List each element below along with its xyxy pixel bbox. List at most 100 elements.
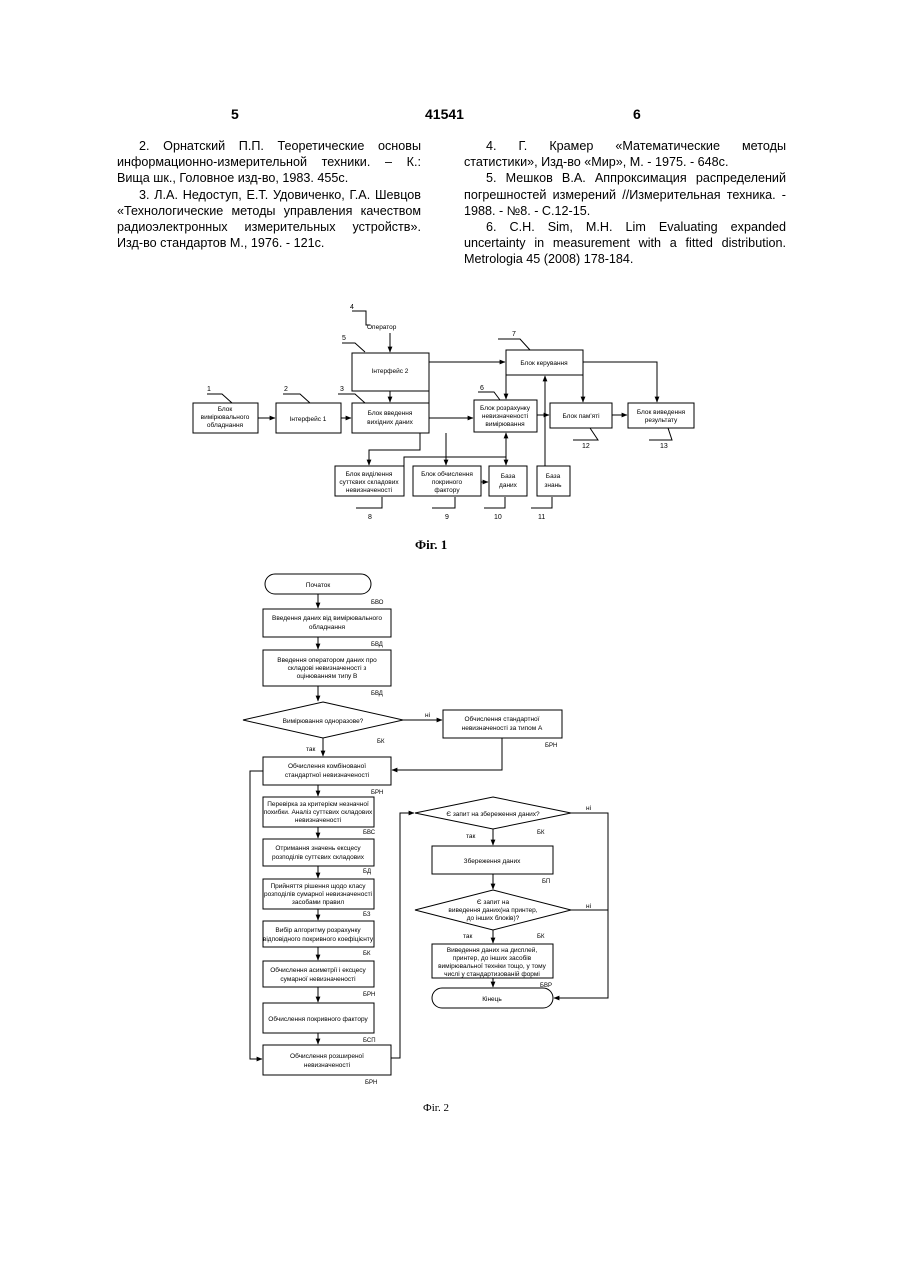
fig2-algorithm-line1: Вибір алгоритму розрахунку xyxy=(275,926,361,934)
fig2-d1-no: ні xyxy=(425,711,430,719)
fig2-d3-line3: до інших блоків)? xyxy=(467,914,520,922)
fig2-asymmetry-line2: сумарної невизначеності xyxy=(280,975,355,983)
fig2-coverage-label: Обчислення покривного фактору xyxy=(268,1015,368,1023)
fig1-knowledge-base-line1: База xyxy=(546,473,561,480)
fig2-s2-line3: оцінюванням типу В xyxy=(297,672,358,680)
fig1-operator-label: Оператор xyxy=(367,324,397,331)
fig2-label-bk2: БК xyxy=(363,951,371,957)
fig2-label-bvr: БВР xyxy=(540,983,552,989)
fig2-end-label: Кінець xyxy=(482,995,502,1003)
fig2-label-bvs: БВС xyxy=(363,830,376,836)
fig2-label-bp: БП xyxy=(542,879,550,885)
fig1-selection-block-line1: Блок виділення xyxy=(346,470,393,478)
fig2-d3-line2: виведення даних(на принтер, xyxy=(448,907,537,914)
fig1-input-block-line2: вихідних даних xyxy=(367,418,413,426)
fig2-start-label: Початок xyxy=(306,582,331,589)
fig1-knowledge-base-line2: знань xyxy=(544,482,562,489)
fig1-number-4: 4 xyxy=(350,304,354,311)
fig1-coverage-block-line1: Блок обчислення xyxy=(421,470,473,478)
fig2-excess-line1: Отримання значень ексцесу xyxy=(275,845,361,852)
fig1-input-block-box xyxy=(352,403,429,433)
fig2-decision-line2: розподілів сумарної невизначеності xyxy=(264,890,372,898)
fig1-output-block-line1: Блок виведення xyxy=(637,409,686,416)
fig2-type-a-line1: Обчислення стандартної xyxy=(465,715,540,723)
fig2-combined-line1: Обчислення комбінованої xyxy=(288,762,366,770)
fig2-decision-line1: Прийняття рішення щодо класу xyxy=(270,882,366,890)
fig2-type-a-line2: невизначеності за типом А xyxy=(462,724,543,732)
fig2-check-line2: похибки. Аналіз суттєвих складових xyxy=(264,808,373,816)
fig2-output-line3: вимірювальної техніки тощо, у тому xyxy=(438,962,547,970)
fig1-caption: Фіг. 1 xyxy=(415,537,447,552)
fig2-s2-line1: Введення оператором даних про xyxy=(277,657,377,664)
fig1-knowledge-base-box xyxy=(537,466,570,496)
fig2-output-line2: принтер, до інших засобів xyxy=(453,954,532,962)
fig2-combined-uncertainty-box xyxy=(263,757,391,785)
fig2-s1-line2: обладнання xyxy=(309,623,346,631)
fig1-selection-block-line3: невизначеності xyxy=(346,486,392,494)
fig2-s2-line2: складові невизначеності з xyxy=(288,664,367,672)
fig1-number-8: 8 xyxy=(368,514,372,521)
fig2-expanded-uncertainty-box xyxy=(263,1045,391,1075)
fig1-control-block-label: Блок керування xyxy=(520,360,568,367)
fig2-asymmetry-line1: Обчислення асиметрії і ексцесу xyxy=(270,966,366,974)
fig2-check-line3: невизначеності xyxy=(295,816,341,824)
fig2-decision-line3: засобами правил xyxy=(292,898,344,906)
fig2-expanded-line2: невизначеності xyxy=(304,1061,350,1069)
fig1-calc-uncertainty-line2: невизначеності xyxy=(482,412,528,420)
fig2-d3-yes: так xyxy=(463,933,473,940)
fig1-number-10: 10 xyxy=(494,514,502,521)
fig2-label-brn3: БРН xyxy=(365,1080,377,1086)
fig2-d1-label: Вимірювання одноразове? xyxy=(283,717,364,725)
fig2-d2-label: Є запит на збереження даних? xyxy=(446,810,540,818)
fig2-check-line1: Перевірка за критерієм незначної xyxy=(267,800,369,808)
fig2-label-bk1: БК xyxy=(377,739,385,745)
fig1-memory-block-label: Блок пам'яті xyxy=(562,412,599,420)
fig2-algorithm-box xyxy=(263,921,374,947)
fig1-calc-uncertainty-line3: вимірювання xyxy=(485,420,525,428)
fig1-output-block-line2: результату xyxy=(645,417,678,424)
fig2-input-from-measuring-box xyxy=(263,609,391,637)
fig2-excess-line2: розподілів суттєвих складових xyxy=(272,853,365,861)
fig1-number-6: 6 xyxy=(480,385,484,392)
fig1-number-5: 5 xyxy=(342,335,346,342)
fig2-expanded-line1: Обчислення розширеної xyxy=(290,1052,364,1060)
fig2-type-a-box xyxy=(443,710,562,738)
fig1-coverage-block-line3: фактору xyxy=(434,487,460,494)
fig1-input-block-line1: Блок введення xyxy=(368,410,413,417)
fig1-database-line2: даних xyxy=(499,482,518,489)
fig1-measuring-block-line3: обладнання xyxy=(207,421,244,429)
fig2-output-line4: числі у стандартизованій формі xyxy=(444,970,540,978)
fig2-label-bvd1: БВД xyxy=(371,642,383,648)
fig1-number-13: 13 xyxy=(660,443,668,450)
fig1-interface2-label: Інтерфейс 2 xyxy=(372,367,409,375)
fig2-excess-box xyxy=(263,839,374,866)
fig2-asymmetry-box xyxy=(263,961,374,987)
fig2-label-bk4: БК xyxy=(537,934,545,940)
fig2-label-bz: БЗ xyxy=(363,912,371,918)
fig2-caption: Фіг. 2 xyxy=(423,1102,449,1114)
fig1-measuring-block-line1: Блок xyxy=(218,406,233,413)
fig2-d3-no: ні xyxy=(586,902,591,910)
fig2-output-line1: Виведення даних на дисплей, xyxy=(447,946,538,954)
fig2-label-brn1: БРН xyxy=(371,790,383,796)
fig1-number-9: 9 xyxy=(445,514,449,521)
fig2-label-brn2: БРН xyxy=(363,992,375,998)
fig2-d1-yes: так xyxy=(306,746,316,753)
fig2-s1-line1: Введення даних від вимірювального xyxy=(272,614,382,622)
fig1-interface1-label: Інтерфейс 1 xyxy=(290,415,327,423)
fig1-number-2: 2 xyxy=(284,386,288,393)
fig1-coverage-block-line2: покриного xyxy=(432,479,463,486)
fig1-number-3: 3 xyxy=(340,386,344,393)
fig2-label-bvo: БВО xyxy=(371,600,384,606)
fig2-label-bk3: БК xyxy=(537,830,545,836)
fig2-algorithm-line2: відповідного покривного коефіцієнту xyxy=(263,935,374,943)
fig1-database-line1: База xyxy=(501,473,516,480)
fig1-measuring-block-line2: вимірювального xyxy=(201,413,250,421)
fig2-combined-line2: стандартної невизначеності xyxy=(285,771,369,779)
fig1-number-1: 1 xyxy=(207,386,211,393)
fig2-d2-yes: так xyxy=(466,833,476,840)
fig2-label-bsp: БСП xyxy=(363,1038,376,1044)
fig1-number-12: 12 xyxy=(582,443,590,450)
fig1-number-7: 7 xyxy=(512,331,516,338)
